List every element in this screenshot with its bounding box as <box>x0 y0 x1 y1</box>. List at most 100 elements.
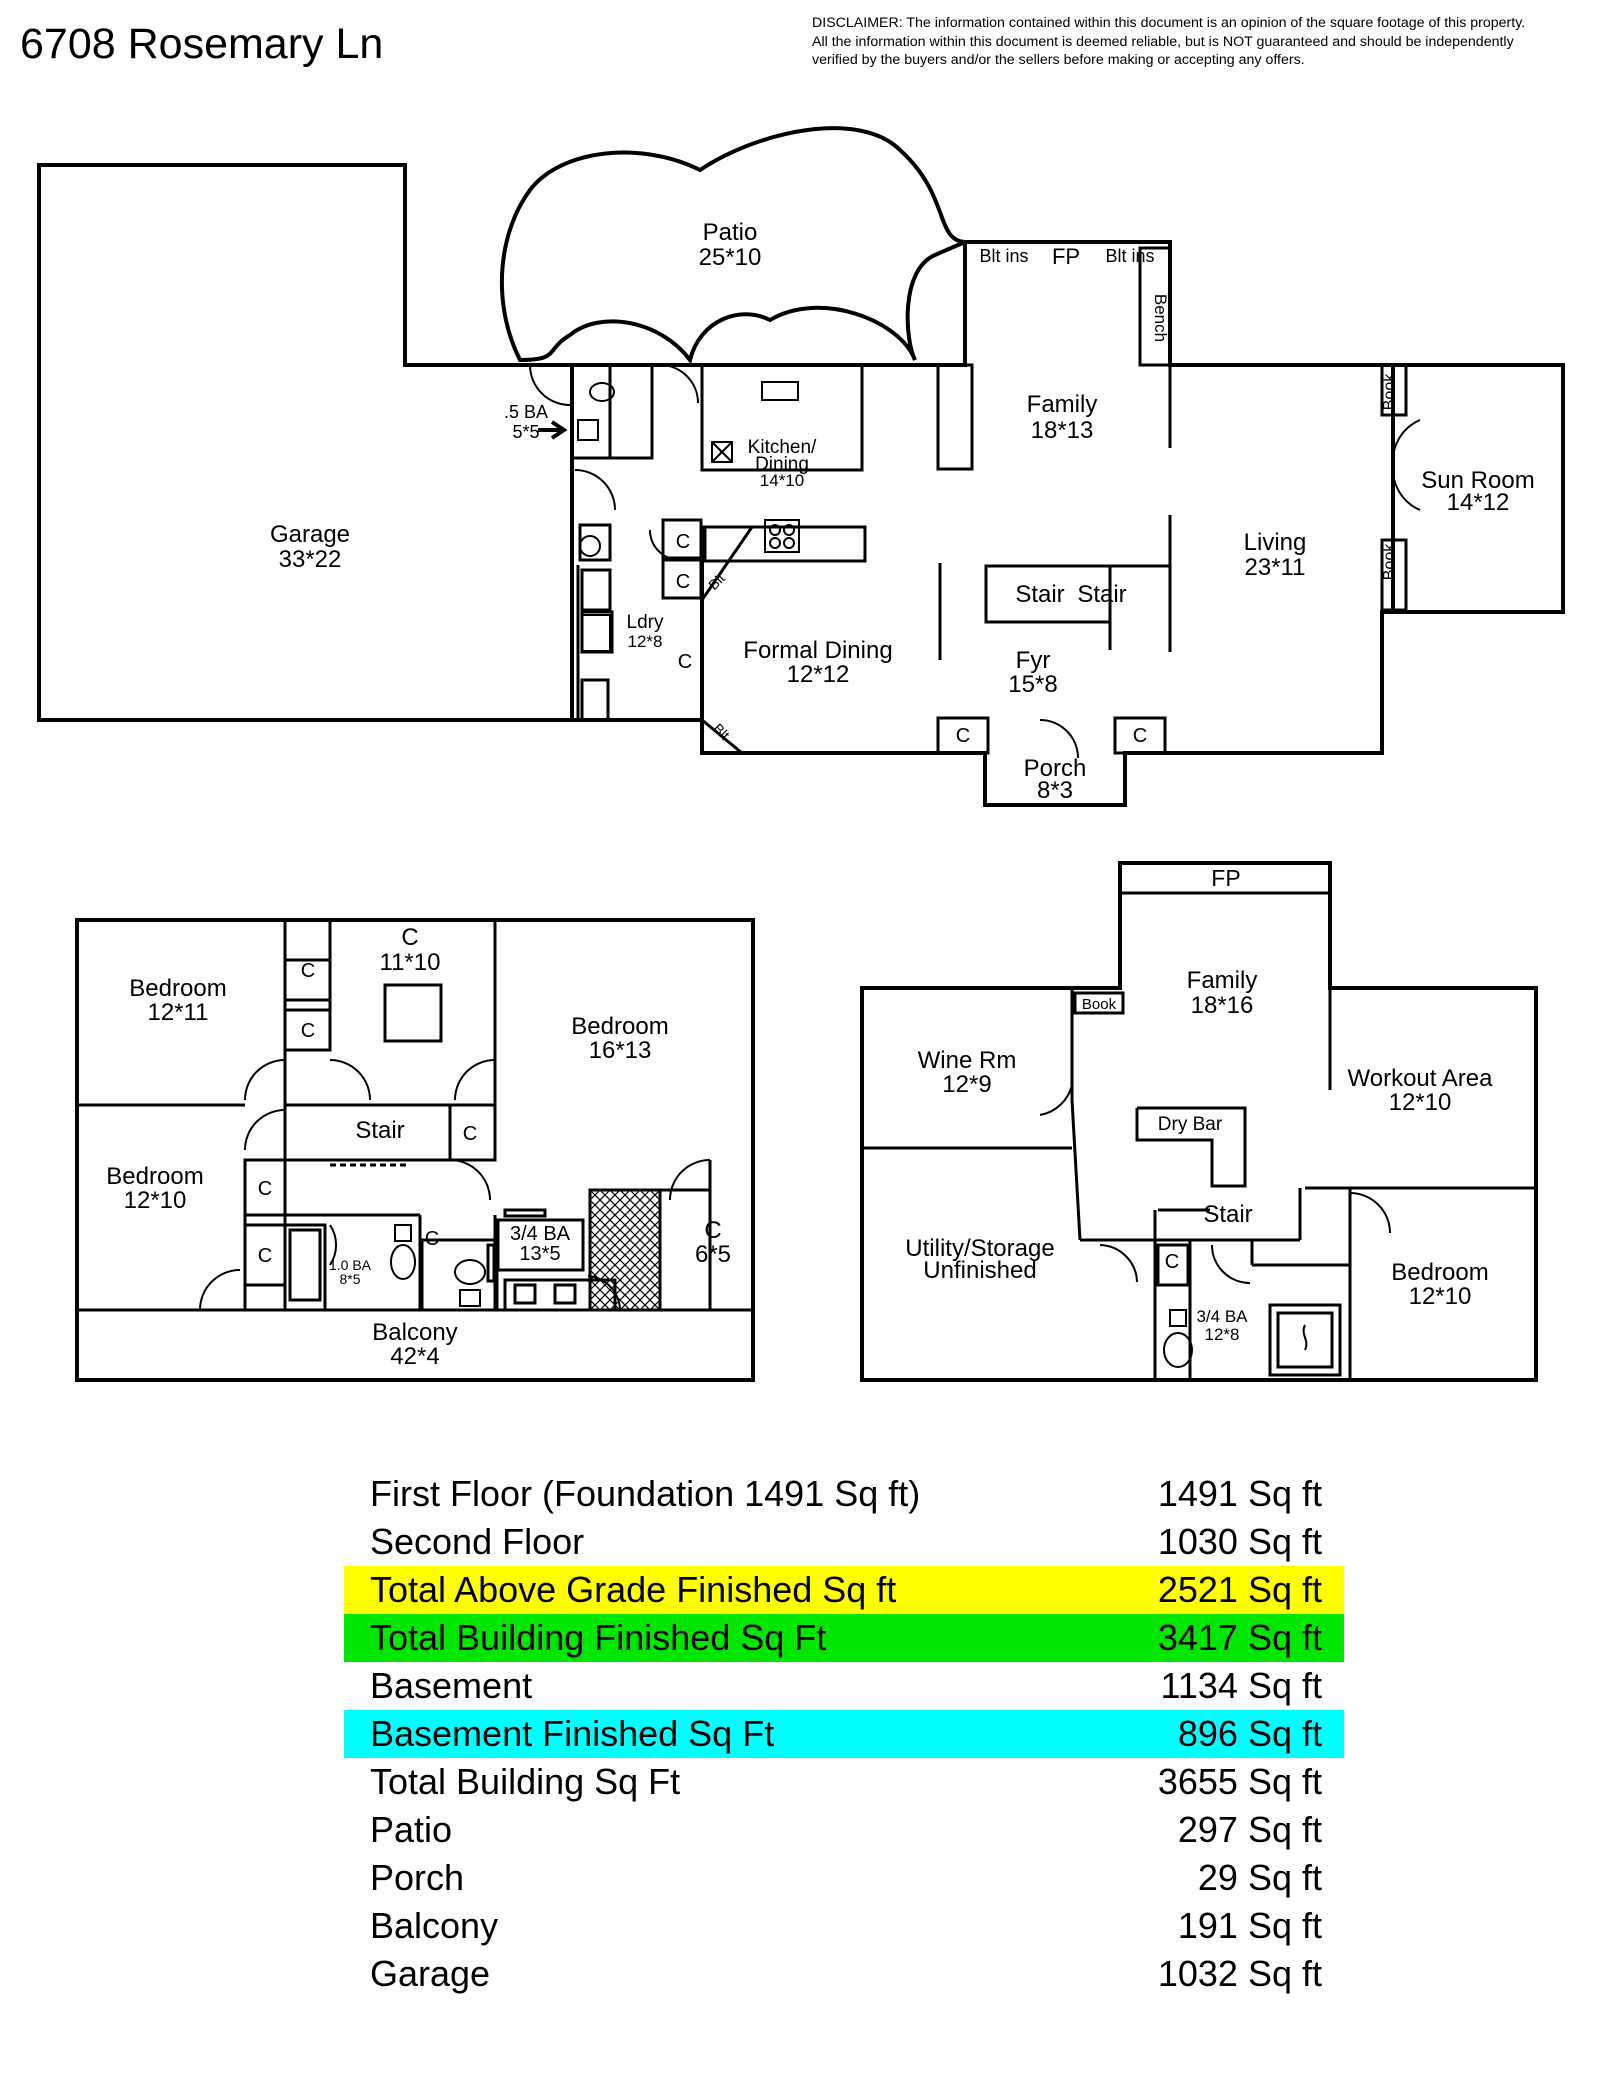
area-row: First Floor (Foundation 1491 Sq ft) 1491 … <box>344 1470 1344 1518</box>
room-bedroom-name: Bedroom <box>129 975 226 1002</box>
stair-label: Stair <box>1203 1201 1252 1228</box>
bench-label: Bench <box>1151 294 1170 342</box>
built-in-label: Blt <box>710 720 733 743</box>
room-bedroom-name: Bedroom <box>571 1013 668 1040</box>
room-patio-dims: 25*10 <box>699 244 762 271</box>
room-family-dims: 18*13 <box>1031 417 1094 444</box>
second-floor-plan <box>75 918 755 1382</box>
area-row-label: Porch <box>370 1857 465 1898</box>
area-row-value: 2521 Sq ft <box>1157 1569 1322 1610</box>
room-bath-name: 3/4 BA <box>1196 1307 1248 1326</box>
area-row-label: Total Building Sq Ft <box>370 1761 681 1802</box>
room-walkin-closet-name: C <box>401 924 418 951</box>
closet-label: C <box>1133 725 1147 747</box>
room-garage-name: Garage <box>270 521 350 548</box>
closet-label: C <box>258 1178 272 1200</box>
bookcase-label: Book <box>1381 373 1398 410</box>
basement-plan <box>860 861 1538 1382</box>
closet-label: C <box>678 651 692 673</box>
area-row-label: Second Floor <box>370 1521 585 1562</box>
room-bedroom-dims: 16*13 <box>589 1037 652 1064</box>
room-porch-dims: 8*3 <box>1037 777 1073 804</box>
area-summary-table: First Floor (Foundation 1491 Sq ft) 1491 … <box>344 1470 1344 1998</box>
bookcase-label: Book <box>1082 996 1117 1013</box>
area-row-value: 1134 Sq ft <box>1160 1665 1322 1706</box>
room-laundry-name: Ldry <box>627 612 664 633</box>
room-closet-dims: 6*5 <box>695 1241 731 1268</box>
disclaimer-line: All the information within this document… <box>812 33 1514 50</box>
area-row-label: Balcony <box>370 1905 499 1946</box>
built-ins-label: Blt ins <box>979 246 1028 266</box>
area-row-label: Basement <box>370 1665 533 1706</box>
room-family-name: Family <box>1027 391 1098 418</box>
area-row-value: 3655 Sq ft <box>1157 1761 1322 1802</box>
closet-label: C <box>676 571 690 593</box>
room-wine-name: Wine Rm <box>918 1047 1017 1074</box>
room-bedroom-dims: 12*11 <box>148 999 209 1026</box>
room-kitchen-name: Kitchen/ <box>748 437 817 458</box>
fireplace-label: FP <box>1052 244 1080 269</box>
room-foyer-name: Fyr <box>1016 647 1051 674</box>
area-row: Total Above Grade Finished Sq ft 2521 Sq … <box>344 1566 1344 1614</box>
bookcase-label: Book <box>1381 543 1398 580</box>
room-balcony-name: Balcony <box>372 1319 457 1346</box>
area-row-value: 3417 Sq ft <box>1157 1617 1322 1658</box>
room-living-dims: 23*11 <box>1245 554 1306 581</box>
room-three-quarter-bath-name: 3/4 BA <box>510 1223 571 1245</box>
room-utility-status: Unfinished <box>923 1257 1036 1284</box>
arrow-icon <box>538 420 568 440</box>
room-wine-dims: 12*9 <box>942 1071 991 1098</box>
room-full-bath-name: 1.0 BA <box>329 1257 372 1273</box>
room-family-name: Family <box>1187 967 1258 994</box>
closet-label: C <box>956 725 970 747</box>
closet-label: C <box>1165 1251 1179 1273</box>
room-bath-dims: 12*8 <box>1205 1325 1240 1344</box>
room-half-bath-name: .5 BA <box>504 402 548 422</box>
room-workout-name: Workout Area <box>1348 1065 1494 1092</box>
room-foyer-dims: 15*8 <box>1008 671 1057 698</box>
room-balcony-dims: 42*4 <box>390 1343 439 1370</box>
closet-label: C <box>301 1020 315 1042</box>
area-row-label: Patio <box>370 1809 453 1850</box>
room-living-name: Living <box>1244 529 1307 556</box>
area-row-value: 191 Sq ft <box>1177 1905 1322 1946</box>
room-bedroom-dims: 12*10 <box>1409 1283 1472 1310</box>
room-laundry-dims: 12*8 <box>628 632 663 651</box>
built-ins-label: Blt ins <box>1105 246 1154 266</box>
patio-outline <box>499 126 966 365</box>
stair-label: Stair <box>355 1117 404 1144</box>
dry-bar-label: Dry Bar <box>1158 1114 1223 1135</box>
area-row-value: 1032 Sq ft <box>1157 1953 1322 1994</box>
area-row-label: Total Above Grade Finished Sq ft <box>370 1569 897 1610</box>
room-closet-name: C <box>704 1217 721 1244</box>
room-family-dims: 18*16 <box>1191 992 1254 1019</box>
area-row: Second Floor 1030 Sq ft <box>344 1518 1344 1566</box>
closet-label: C <box>425 1228 439 1250</box>
first-floor-plan <box>37 126 1565 807</box>
closet-label: C <box>463 1123 477 1145</box>
property-address: 6708 Rosemary Ln <box>20 20 384 68</box>
area-row: Garage 1032 Sq ft <box>344 1950 1344 1998</box>
room-half-bath-dims: 5*5 <box>512 422 539 442</box>
second-floor-labels: Bedroom 12*11 Bedroom 12*10 Bedroom 16*1… <box>106 924 731 1370</box>
area-row-value: 29 Sq ft <box>1197 1857 1322 1898</box>
area-row: Porch 29 Sq ft <box>344 1854 1344 1902</box>
area-row-value: 896 Sq ft <box>1177 1713 1322 1754</box>
disclaimer: DISCLAIMER: The information contained wi… <box>812 14 1602 70</box>
room-utility-name: Utility/Storage <box>905 1235 1054 1262</box>
area-row-label: First Floor (Foundation 1491 Sq ft) <box>370 1473 921 1514</box>
area-row: Total Building Sq Ft 3655 Sq ft <box>344 1758 1344 1806</box>
area-row-value: 1030 Sq ft <box>1157 1521 1322 1562</box>
area-row-value: 1491 Sq ft <box>1157 1473 1322 1514</box>
second-floor-outline <box>75 918 755 1382</box>
first-floor-labels: Garage 33*22 Patio 25*10 .5 BA 5*5 Kitch… <box>270 219 1535 804</box>
room-workout-dims: 12*10 <box>1389 1089 1452 1116</box>
stair-label: Stair <box>1077 581 1126 608</box>
closet-label: C <box>676 531 690 553</box>
room-formal-dining-dims: 12*12 <box>787 661 850 688</box>
room-bedroom-name: Bedroom <box>106 1163 203 1190</box>
room-porch-name: Porch <box>1024 755 1087 782</box>
area-row-label: Garage <box>370 1953 491 1994</box>
